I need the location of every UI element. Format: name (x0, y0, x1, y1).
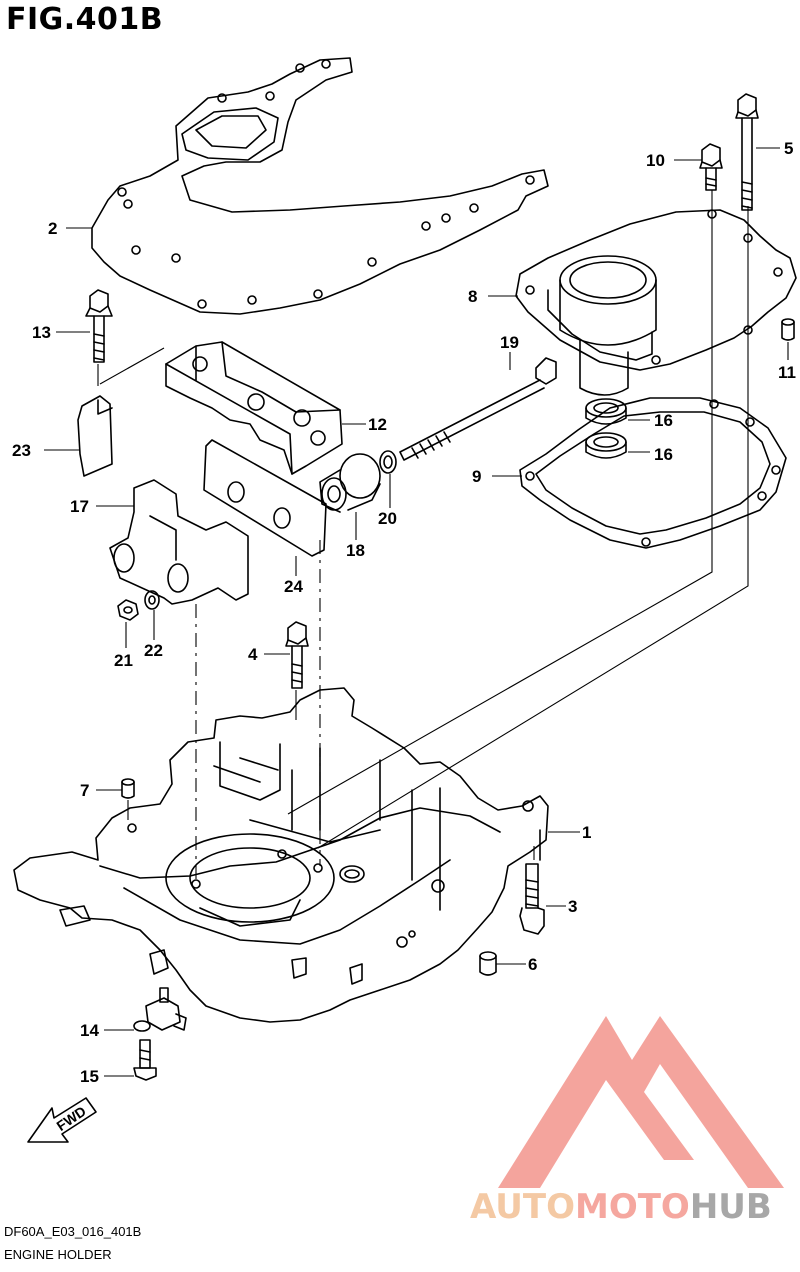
callout-16-upper: 16 (654, 411, 673, 430)
callout-13: 13 (32, 323, 51, 342)
callout-15: 15 (80, 1067, 99, 1086)
mount-bushing (319, 453, 381, 513)
mount-plate (203, 439, 327, 557)
callout-18: 18 (346, 541, 365, 560)
leader-lines (44, 147, 789, 1077)
bolt-15 (133, 1039, 157, 1081)
callout-7: 7 (80, 781, 90, 800)
spring-washer (144, 590, 160, 610)
lower-bracket (109, 479, 249, 605)
callout-11: 11 (778, 363, 796, 382)
seal-lower (585, 432, 627, 459)
figure-title: FIG.401B (6, 2, 164, 37)
callout-21: 21 (114, 651, 133, 670)
watermark-part-moto: MOTO (574, 1187, 690, 1227)
callout-3: 3 (568, 897, 578, 916)
callout-14: 14 (80, 1021, 99, 1040)
dowel-pin-upper (781, 318, 795, 341)
callout-17: 17 (70, 497, 89, 516)
callout-9: 9 (472, 467, 482, 486)
assembly-guide-lines (97, 190, 749, 880)
dowel-pin-7 (121, 778, 135, 799)
bolt-3 (519, 863, 545, 935)
watermark-part-hub: HUB (689, 1187, 772, 1227)
watermark-text: AUTOMOTOHUB (470, 1187, 772, 1227)
figure-caption: ENGINE HOLDER (4, 1247, 112, 1262)
callout-22: 22 (144, 641, 163, 660)
watermark-part-auto: AUTO (470, 1187, 575, 1227)
bolt-4 (285, 621, 309, 689)
callout-8: 8 (468, 287, 478, 306)
short-bolt (699, 143, 723, 191)
drawing-code: DF60A_E03_016_401B (4, 1224, 142, 1239)
cover-plate (515, 209, 797, 396)
callout-16-lower: 16 (654, 445, 673, 464)
callout-23: 23 (12, 441, 31, 460)
gasket-lower (519, 397, 787, 549)
through-bolt (399, 357, 557, 461)
shield-plate (77, 395, 113, 477)
fwd-arrow-icon (27, 1097, 97, 1143)
watermark-logo (498, 1016, 784, 1188)
callout-1: 1 (582, 823, 592, 842)
callout-24: 24 (284, 577, 303, 596)
callout-19: 19 (500, 333, 519, 352)
callout-10: 10 (646, 151, 665, 170)
mount-bracket (165, 341, 343, 475)
callout-20: 20 (378, 509, 397, 528)
long-bolt (735, 93, 759, 211)
dowel-pin-6 (479, 951, 497, 976)
drain-fitting (133, 987, 187, 1032)
callout-12: 12 (368, 415, 387, 434)
callout-2: 2 (48, 219, 58, 238)
seal-upper (585, 398, 627, 425)
callout-6: 6 (528, 955, 538, 974)
engine-holder-body (13, 687, 549, 1023)
bolt-13 (85, 289, 113, 363)
nut (117, 599, 139, 621)
gasket-upper (91, 57, 549, 315)
washer (379, 450, 397, 474)
callout-5: 5 (784, 139, 794, 158)
callout-4: 4 (248, 645, 258, 664)
